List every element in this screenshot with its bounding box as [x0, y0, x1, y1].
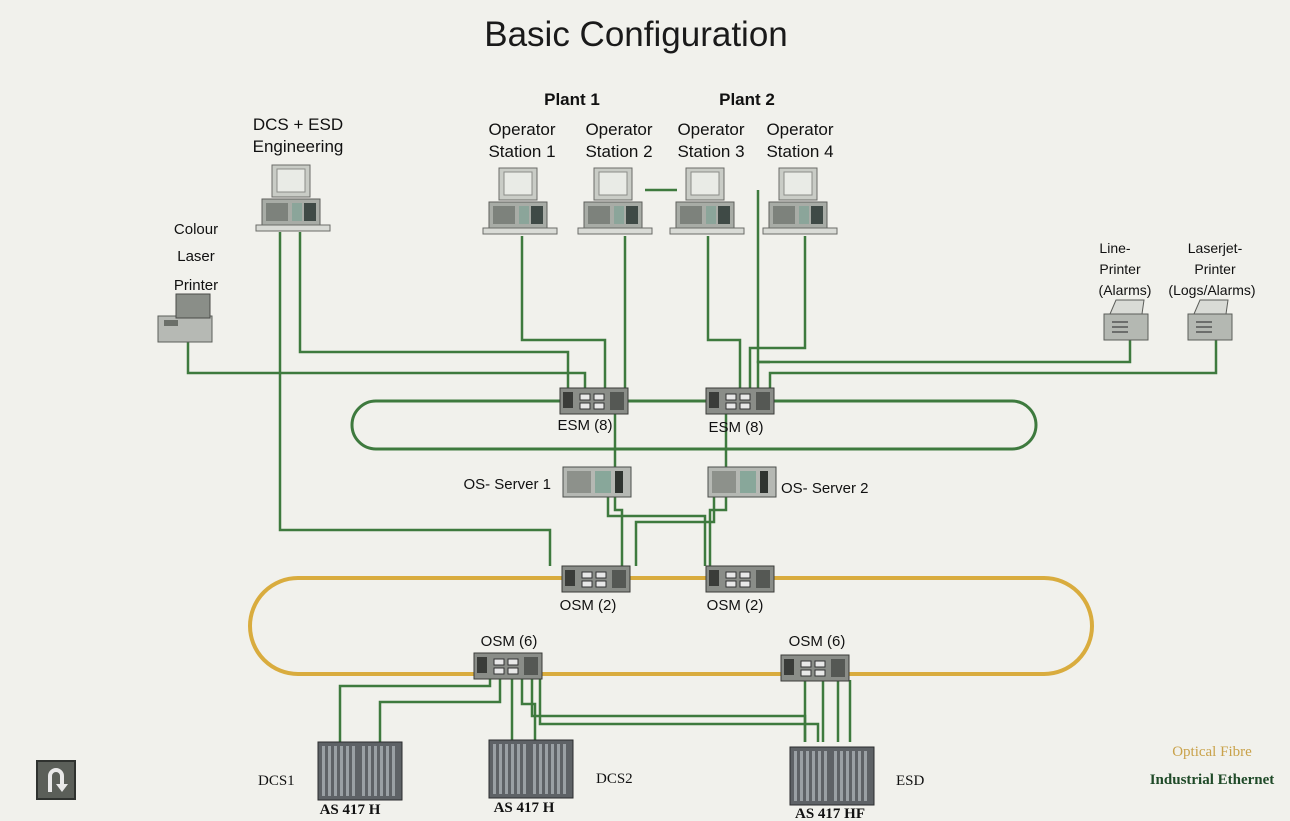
line-printer-label-line3: (Alarms) [1099, 282, 1152, 298]
osm-upper-2-icon [705, 565, 775, 593]
dcs1-group-label: DCS1 [258, 773, 295, 789]
laserjet-printer-label-line3: (Logs/Alarms) [1168, 282, 1255, 298]
os-server-2-label: OS- Server 2 [781, 480, 869, 497]
ethernet-ring [350, 399, 1038, 451]
operator4-label-line2: Station 4 [766, 142, 833, 161]
engineering-label-line1: DCS + ESD [253, 115, 343, 134]
esm1-label: ESM (8) [557, 417, 612, 434]
controller-esd-icon [789, 746, 875, 806]
engineering-workstation-icon [255, 164, 331, 232]
operator-station-2-icon [577, 167, 653, 235]
osm-lower-1-label: OSM (6) [481, 633, 538, 650]
os-server-1-icon [562, 466, 632, 498]
operator-station-3-icon [669, 167, 745, 235]
osm-upper-1-icon [561, 565, 631, 593]
line-printer-label-line1: Line- [1099, 240, 1130, 256]
line-printer-label-line2: Printer [1099, 261, 1141, 277]
u-turn-arrow-icon [48, 768, 68, 792]
osm-lower-2-label: OSM (6) [789, 633, 846, 650]
osm-lower-1-icon [473, 652, 543, 680]
controller-esd-label: AS 417 HF [795, 806, 865, 821]
legend-optical-fibre: Optical Fibre [1172, 744, 1252, 760]
laserjet-printer-label-line2: Printer [1194, 261, 1236, 277]
operator2-label-line1: Operator [585, 120, 652, 139]
plant1-label: Plant 1 [544, 90, 600, 109]
controller-dcs2-label: AS 417 H [494, 800, 555, 816]
osm-upper-2-label: OSM (2) [707, 597, 764, 614]
colour-laser-printer-icon [157, 293, 213, 343]
colour-printer-label-line2: Laser [177, 248, 215, 265]
ethernet-connections [186, 188, 1218, 742]
operator3-label-line1: Operator [677, 120, 744, 139]
controller-dcs1-icon [317, 741, 403, 801]
os-server-2-icon [707, 466, 777, 498]
legend-industrial-ethernet: Industrial Ethernet [1150, 772, 1275, 788]
esm-switch-1-icon [559, 387, 629, 415]
controller-dcs2-icon [488, 739, 574, 799]
colour-printer-label-line3: Printer [174, 277, 218, 294]
operator2-label-line2: Station 2 [585, 142, 652, 161]
esm2-label: ESM (8) [708, 419, 763, 436]
esd-group-label: ESD [896, 773, 925, 789]
operator1-label-line1: Operator [488, 120, 555, 139]
operator3-label-line2: Station 3 [677, 142, 744, 161]
line-printer-icon [1103, 299, 1149, 341]
diagram-title: Basic Configuration [484, 15, 788, 54]
engineering-label-line2: Engineering [253, 137, 344, 156]
plant2-label: Plant 2 [719, 90, 775, 109]
laserjet-printer-icon [1187, 299, 1233, 341]
controller-dcs1-label: AS 417 H [320, 802, 381, 818]
operator1-label-line2: Station 1 [488, 142, 555, 161]
laserjet-printer-label-line1: Laserjet- [1188, 240, 1243, 256]
back-button[interactable] [36, 760, 76, 800]
osm-lower-2-icon [780, 654, 850, 682]
dcs2-group-label: DCS2 [596, 771, 633, 787]
operator-station-1-icon [482, 167, 558, 235]
operator4-label-line1: Operator [766, 120, 833, 139]
os-server-1-label: OS- Server 1 [463, 476, 551, 493]
colour-printer-label-line1: Colour [174, 221, 218, 238]
osm-upper-1-label: OSM (2) [560, 597, 617, 614]
fibre-optic-ring [248, 576, 1094, 676]
operator-station-4-icon [762, 167, 838, 235]
esm-switch-2-icon [705, 387, 775, 415]
